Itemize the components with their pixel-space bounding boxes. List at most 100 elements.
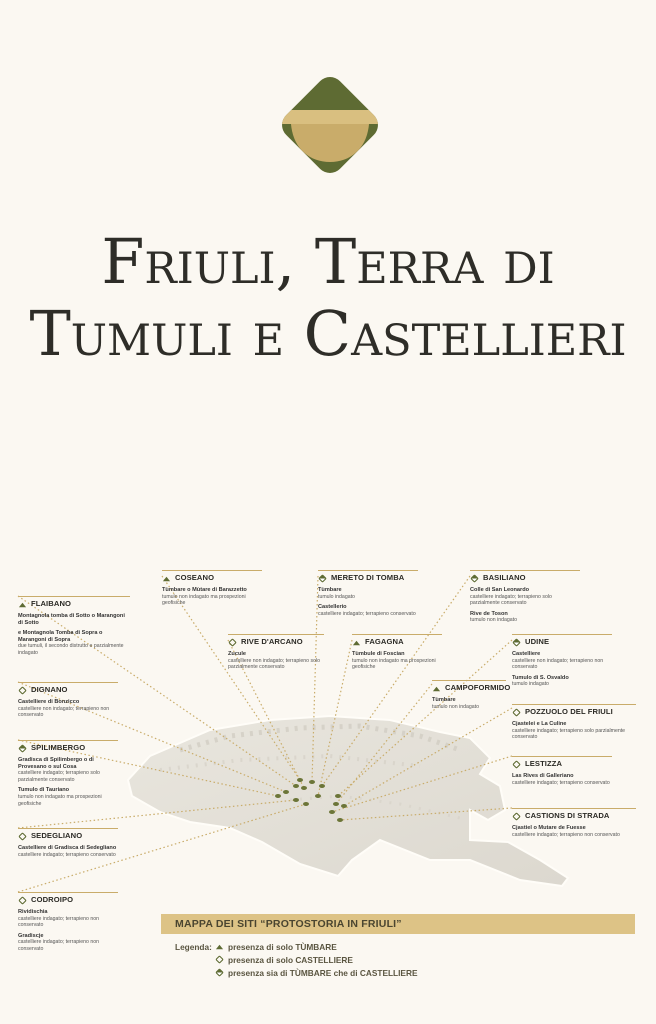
site-spilimbergo: SPILIMBERGO Gradisca di Spilimbergo o di…	[18, 740, 118, 807]
site-entry-note: castelliere indagato; terrapieno non con…	[512, 831, 620, 838]
site-entry-title: Tùmbare	[318, 587, 342, 593]
site-pozzuolo-del-friuli: POZZUOLO DEL FRIULI Cjastelei e La Culin…	[512, 704, 636, 741]
castelliere-icon	[215, 955, 224, 964]
site-entry-title: Castelliere	[512, 651, 541, 657]
site-entry-note: tumulo non indagato ma prospezioni geofi…	[162, 593, 246, 607]
legend-label: Legenda:	[175, 941, 212, 952]
site-name: FLAIBANO	[31, 599, 72, 609]
site-entry-note: castelliere non indagato; terrapieno non…	[512, 657, 604, 671]
map-legend: MAPPA DEI SITI “PROTOSTORIA IN FRIULI” L…	[161, 914, 635, 979]
castelliere-icon	[18, 896, 27, 905]
logo-emblem	[276, 71, 384, 179]
site-entry-title: Tùmbule di Foscian	[352, 651, 405, 657]
site-entry-title: Castelliere di Gradisca di Sedegliano	[18, 845, 117, 851]
castelliere-icon	[228, 638, 237, 647]
tumulo-icon	[432, 686, 441, 692]
site-castions-di-strada: CASTIONS DI STRADA Cjastiel o Mutare de …	[512, 808, 636, 838]
site-name: MERETO DI TOMBA	[331, 573, 405, 583]
site-name: CODROIPO	[31, 895, 74, 905]
site-entry-note: tumulo non indagato	[432, 703, 480, 710]
castelliere-icon	[18, 832, 27, 841]
legend-title: MAPPA DEI SITI “PROTOSTORIA IN FRIULI”	[161, 914, 635, 934]
site-entry-title: Zucule	[228, 651, 247, 657]
tumulo-icon	[162, 576, 171, 582]
legend-row-both: presenza sia di TÙMBARE che di CASTELLIE…	[175, 966, 635, 979]
site-flaibano: FLAIBANO Montagnola tomba di Sotto o Mar…	[18, 596, 130, 657]
legend-row-castelliere: presenza di solo CASTELLIERE	[175, 953, 635, 966]
legend-row-tumulo: Legenda: presenza di solo TÙMBARE	[175, 940, 635, 953]
site-udine: UDINE Castelliere castelliere non indaga…	[512, 634, 612, 688]
site-entry-note: castelliere indagato; terrapieno conserv…	[18, 851, 116, 858]
site-codroipo: CODROIPO Rividischia castelliere indagat…	[18, 892, 118, 953]
site-entry-title: Gradiscje	[18, 932, 44, 939]
both-icon	[512, 638, 521, 647]
site-entry-title: Rive de Toson	[470, 610, 508, 617]
both-icon	[470, 574, 479, 583]
site-entry-note: tumulo indagato	[512, 681, 549, 688]
site-name: BASILIANO	[483, 573, 526, 583]
site-entry-title: Montagnola tomba di Sotto o Marangoni di…	[18, 613, 125, 626]
site-entry-title: Gradisca di Spilimbergo o di Provesano o…	[18, 757, 94, 770]
site-entry-title: Tumulo di S. Osvaldo	[512, 674, 569, 681]
page-title: Friuli, Terra di Tumuli e Castellieri	[29, 225, 627, 370]
site-entry-title: e Montagnola Tomba di Sopra o Marangoni …	[18, 630, 103, 643]
legend-text: presenza di solo TÙMBARE	[228, 941, 337, 952]
site-entry-note: tumulo non indagato ma prospezioni geofi…	[18, 793, 102, 807]
site-mereto-di-tomba: MERETO DI TOMBA Tùmbare tumulo indagato …	[318, 570, 418, 617]
tumulo-icon	[215, 944, 224, 950]
castelliere-icon	[512, 708, 521, 717]
site-rive-d-arcano: RIVE D'ARCANO Zucule castelliere non ind…	[228, 634, 324, 671]
site-name: LESTIZZA	[525, 759, 563, 769]
site-entry-title: Tùmbare o Mùtare di Barazzetto	[162, 587, 247, 593]
site-lestizza: LESTIZZA Las Rives di Galleriano castell…	[512, 756, 612, 786]
site-entry-note: castelliere indagato; terrapieno conserv…	[318, 610, 416, 617]
site-entry-note: castelliere indagato; terrapieno solo pa…	[18, 770, 100, 783]
site-entry-title: Castellerio	[318, 604, 347, 611]
site-entry-note: castelliere indagato; terrapieno solo pa…	[470, 593, 552, 607]
site-name: DIGNANO	[31, 685, 68, 695]
site-campoformido: CAMPOFORMIDO Tùmbare tumulo non indagato	[432, 680, 510, 710]
site-sedegliano: SEDEGLIANO Castelliere di Gradisca di Se…	[18, 828, 118, 858]
site-name: CAMPOFORMIDO	[445, 683, 511, 693]
site-entry-note: castelliere indagato; terrapieno solo pa…	[512, 727, 626, 741]
site-entry-note: castelliere indagato; terrapieno conserv…	[512, 779, 610, 786]
castelliere-icon	[512, 812, 521, 821]
site-entry-title: Cjastelei e La Culine	[512, 721, 567, 727]
site-entry-note: tumulo non indagato	[470, 617, 518, 624]
castelliere-icon	[18, 686, 27, 695]
site-entry-title: Colle di San Leonardo	[470, 587, 530, 593]
site-entry-note: tumulo indagato	[318, 593, 355, 600]
tumulo-icon	[352, 640, 361, 646]
site-basiliano: BASILIANO Colle di San Leonardo castelli…	[470, 570, 580, 624]
site-entry-title: Castelliere di Bonzicco	[18, 699, 80, 705]
both-icon	[18, 744, 27, 753]
friuli-map	[17, 575, 570, 893]
site-name: FAGAGNA	[365, 637, 404, 647]
site-dignano: DIGNANO Castelliere di Bonzicco castelli…	[18, 682, 118, 719]
site-entry-note: castelliere non indagato; terrapieno sol…	[228, 657, 320, 671]
site-entry-note: castelliere indagato; terrapieno non con…	[18, 915, 100, 929]
site-fagagna: FAGAGNA Tùmbule di Foscian tumulo non in…	[352, 634, 442, 671]
site-entry-title: Tumulo di Tauriano	[18, 787, 70, 794]
tumulo-icon	[18, 602, 27, 608]
both-icon	[318, 574, 327, 583]
site-entry-note: tumulo non indagato ma prospezioni geofi…	[352, 657, 436, 671]
legend-text: presenza di solo CASTELLIERE	[228, 954, 353, 965]
legend-text: presenza sia di TÙMBARE che di CASTELLIE…	[228, 967, 418, 978]
site-entry-title: Tùmbare	[432, 697, 456, 703]
site-name: POZZUOLO DEL FRIULI	[525, 707, 613, 717]
site-name: SEDEGLIANO	[31, 831, 83, 841]
site-name: COSEANO	[175, 573, 215, 583]
site-entry-note: due tumuli, il secondo distrutto e parzi…	[18, 643, 124, 656]
site-entry-note: castelliere non indagato; terrapieno non…	[18, 705, 110, 719]
region-shape	[126, 714, 570, 888]
site-name: UDINE	[525, 637, 550, 647]
site-name: RIVE D'ARCANO	[241, 637, 303, 647]
castelliere-icon	[512, 760, 521, 769]
site-entry-title: Las Rives di Galleriano	[512, 773, 574, 779]
site-name: CASTIONS DI STRADA	[525, 811, 610, 821]
both-icon	[215, 968, 224, 977]
site-entry-note: castelliere indagato; terrapieno non con…	[18, 939, 100, 952]
site-coseano: COSEANO Tùmbare o Mùtare di Barazzetto t…	[162, 570, 262, 607]
site-entry-title: Cjastiel o Mutare de Fuesse	[512, 825, 586, 831]
